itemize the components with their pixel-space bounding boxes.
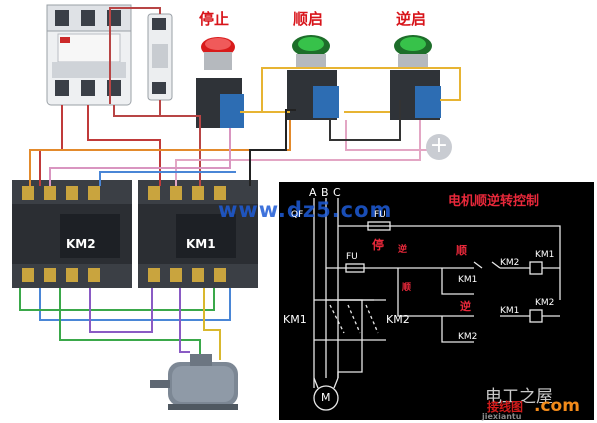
site-watermark-b: .com (534, 396, 580, 416)
contactor-km1 (138, 180, 258, 288)
fuse-left-label: FU (346, 252, 358, 262)
schematic-stop-label: 停 (372, 238, 385, 252)
wires (19, 7, 461, 360)
stop-button-label: 停止 (199, 10, 230, 28)
stop-button (196, 37, 244, 128)
schematic-reverse-small-label: 逆 (398, 245, 408, 255)
reverse-button-label: 逆启 (396, 10, 427, 28)
main-km1-label: KM1 (283, 313, 307, 326)
brand-watermark: 电工之屋 (485, 387, 553, 407)
contactor-km1-label: KM1 (186, 237, 216, 251)
motor (150, 354, 238, 410)
schematic-forward-small-label: 顺 (402, 283, 412, 293)
km1-contact-label: KM1 (458, 275, 478, 285)
reverse-button (390, 35, 441, 120)
schematic-reverse-label: 逆 (460, 300, 471, 313)
km1-coil-interlock-label: KM2 (500, 258, 520, 268)
km2-coil-label: KM2 (535, 298, 555, 308)
motor-symbol-label: M (321, 391, 331, 404)
schematic-panel (279, 182, 594, 420)
contactor-km2-label: KM2 (66, 237, 96, 251)
breaker-label: QF (291, 210, 304, 220)
single-pole-breaker (147, 13, 173, 101)
forward-button (287, 35, 339, 120)
fuse-top-label: FU (374, 210, 386, 220)
schematic-title: 电机顺逆转控制 (448, 194, 540, 209)
site-watermark-c: jiexiantu (482, 412, 522, 421)
phase-a-label: A (309, 186, 317, 199)
contactor-km2 (12, 180, 132, 288)
km1-coil-label: KM1 (535, 250, 555, 260)
forward-button-label: 顺启 (293, 10, 324, 28)
km2-coil-interlock-label: KM1 (500, 306, 520, 316)
watermark-text: www.dz5.com (218, 198, 393, 222)
schematic-forward-label: 顺 (456, 244, 467, 257)
site-watermark-a: 接线图 (487, 400, 524, 414)
main-km2-label: KM2 (386, 313, 410, 326)
three-pole-breaker (46, 4, 132, 106)
zoom-in-icon[interactable]: + (426, 134, 452, 160)
phase-b-label: B (321, 186, 329, 199)
phase-c-label: C (333, 186, 341, 199)
km2-contact-label: KM2 (458, 332, 478, 342)
